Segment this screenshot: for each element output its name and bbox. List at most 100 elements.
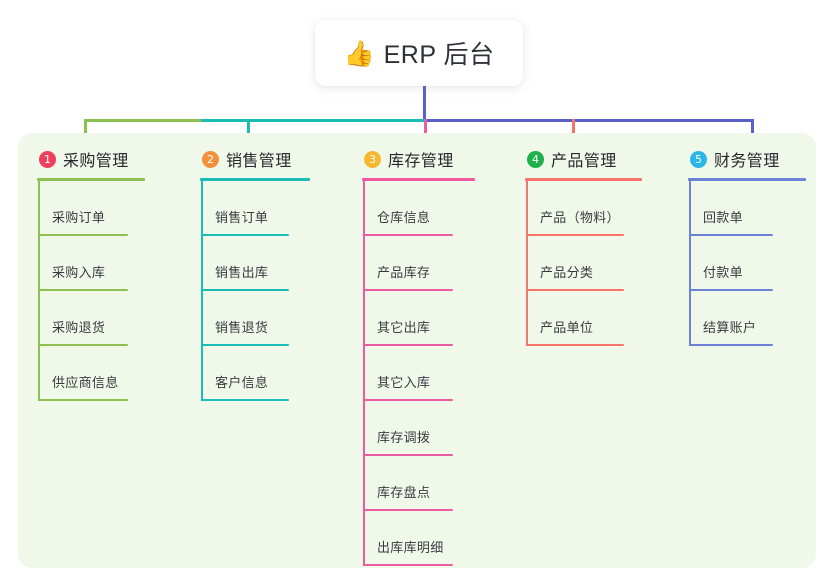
menu-item-label: 产品分类 xyxy=(540,265,594,280)
connector-bus-segment-2 xyxy=(201,119,425,122)
category-item-list: 回款单付款单结算账户 xyxy=(688,181,839,346)
menu-item[interactable]: 销售出库 xyxy=(200,236,363,291)
menu-item-label: 销售订单 xyxy=(215,210,269,225)
menu-item-underline xyxy=(689,344,773,346)
category-header-2[interactable]: 2 销售管理 xyxy=(200,147,363,171)
category-item-list: 产品（物料） 产品分类产品单位 xyxy=(525,181,688,346)
category-number-badge: 3 xyxy=(364,150,381,168)
menu-item-underline xyxy=(38,234,128,236)
category-underline xyxy=(525,178,642,181)
menu-item-underline xyxy=(201,289,289,291)
menu-item-underline xyxy=(363,344,453,346)
menu-item-underline xyxy=(363,234,453,236)
menu-item-label: 回款单 xyxy=(703,210,743,225)
connector-bus-segment-3 xyxy=(424,119,752,122)
root-node-erp-backend[interactable]: 👍 ERP 后台 xyxy=(315,20,523,86)
category-column-5: 5 财务管理回款单付款单结算账户 xyxy=(688,147,839,346)
menu-item-label: 采购退货 xyxy=(52,320,106,335)
menu-item[interactable]: 库存盘点 xyxy=(362,456,525,511)
menu-item-underline xyxy=(201,399,289,401)
category-number-badge: 4 xyxy=(527,150,544,168)
menu-item-label: 供应商信息 xyxy=(52,375,119,390)
menu-item[interactable]: 回款单 xyxy=(688,181,839,236)
menu-item[interactable]: 销售退货 xyxy=(200,291,363,346)
category-column-3: 3 库存管理仓库信息产品库存其它出库其它入库库存调拨库存盘点出库库明细 xyxy=(362,147,525,566)
menu-item-label: 采购入库 xyxy=(52,265,106,280)
menu-item-label: 产品单位 xyxy=(540,320,594,335)
menu-item[interactable]: 付款单 xyxy=(688,236,839,291)
menu-item-underline xyxy=(38,289,128,291)
menu-item-underline xyxy=(689,234,773,236)
menu-item-underline xyxy=(38,399,128,401)
menu-item[interactable]: 供应商信息 xyxy=(37,346,200,401)
category-column-4: 4 产品管理产品（物料） 产品分类产品单位 xyxy=(525,147,688,346)
menu-item[interactable]: 其它入库 xyxy=(362,346,525,401)
menu-item-label: 其它出库 xyxy=(377,320,431,335)
menu-item[interactable]: 客户信息 xyxy=(200,346,363,401)
connector-drop-2 xyxy=(247,119,250,146)
menu-item-label: 结算账户 xyxy=(703,320,757,335)
menu-item[interactable]: 产品分类 xyxy=(525,236,688,291)
menu-item-label: 付款单 xyxy=(703,265,743,280)
connector-drop-5 xyxy=(751,119,754,146)
menu-item[interactable]: 产品（物料） xyxy=(525,181,688,236)
menu-item-label: 库存盘点 xyxy=(377,485,431,500)
category-header-4[interactable]: 4 产品管理 xyxy=(525,147,688,171)
menu-item-label: 产品库存 xyxy=(377,265,431,280)
menu-item-underline xyxy=(363,399,453,401)
menu-item[interactable]: 结算账户 xyxy=(688,291,839,346)
category-underline xyxy=(362,178,475,181)
category-title: 库存管理 xyxy=(388,153,454,170)
menu-item-label: 仓库信息 xyxy=(377,210,431,225)
category-spine-line xyxy=(363,181,365,566)
category-number-badge: 1 xyxy=(39,150,56,168)
menu-item[interactable]: 出库库明细 xyxy=(362,511,525,566)
category-title: 产品管理 xyxy=(551,153,617,170)
menu-item-underline xyxy=(363,509,453,511)
category-title: 销售管理 xyxy=(226,153,292,170)
connector-bus-segment-1 xyxy=(84,119,202,122)
category-spine-line xyxy=(201,181,203,401)
category-number-badge: 5 xyxy=(690,150,707,168)
category-item-list: 销售订单销售出库销售退货客户信息 xyxy=(200,181,363,401)
menu-item-label: 销售出库 xyxy=(215,265,269,280)
categories-panel xyxy=(18,133,816,568)
category-underline xyxy=(200,178,310,181)
menu-item[interactable]: 采购退货 xyxy=(37,291,200,346)
category-header-3[interactable]: 3 库存管理 xyxy=(362,147,525,171)
menu-item-underline xyxy=(363,289,453,291)
category-item-list: 采购订单采购入库采购退货供应商信息 xyxy=(37,181,200,401)
menu-item-label: 采购订单 xyxy=(52,210,106,225)
menu-item-label: 其它入库 xyxy=(377,375,431,390)
category-underline xyxy=(37,178,145,181)
menu-item-underline xyxy=(201,344,289,346)
menu-item-underline xyxy=(201,234,289,236)
menu-item[interactable]: 采购入库 xyxy=(37,236,200,291)
menu-item[interactable]: 销售订单 xyxy=(200,181,363,236)
menu-item-underline xyxy=(689,289,773,291)
menu-item-label: 产品（物料） xyxy=(540,210,620,225)
menu-item[interactable]: 产品库存 xyxy=(362,236,525,291)
connector-drop-1 xyxy=(84,119,87,146)
menu-item[interactable]: 产品单位 xyxy=(525,291,688,346)
menu-item-underline xyxy=(526,234,624,236)
category-column-2: 2 销售管理销售订单销售出库销售退货客户信息 xyxy=(200,147,363,401)
menu-item[interactable]: 其它出库 xyxy=(362,291,525,346)
category-item-list: 仓库信息产品库存其它出库其它入库库存调拨库存盘点出库库明细 xyxy=(362,181,525,566)
menu-item-underline xyxy=(363,564,453,566)
menu-item-label: 销售退货 xyxy=(215,320,269,335)
category-title: 财务管理 xyxy=(714,153,780,170)
category-number-badge: 2 xyxy=(202,150,219,168)
menu-item[interactable]: 库存调拨 xyxy=(362,401,525,456)
menu-item[interactable]: 采购订单 xyxy=(37,181,200,236)
menu-item-label: 出库库明细 xyxy=(377,540,444,555)
menu-item-label: 库存调拨 xyxy=(377,430,431,445)
menu-item-underline xyxy=(526,289,624,291)
category-header-5[interactable]: 5 财务管理 xyxy=(688,147,839,171)
menu-item[interactable]: 仓库信息 xyxy=(362,181,525,236)
connector-drop-4 xyxy=(572,119,575,146)
category-spine-line xyxy=(38,181,40,401)
